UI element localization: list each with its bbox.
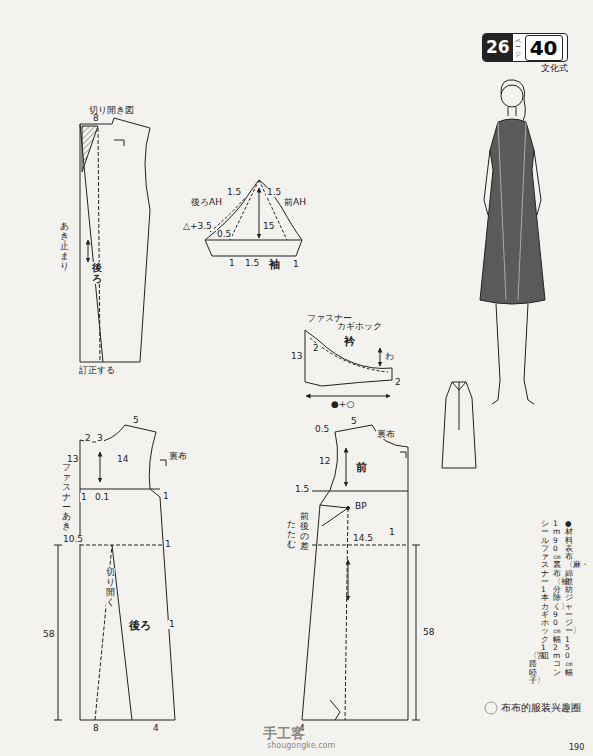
vertical-note: 前後の差 [300, 512, 309, 552]
dimension-label: 前AH [283, 198, 307, 207]
dimension-label: 58 [422, 628, 435, 637]
dimension-label: 1 [164, 540, 172, 549]
dimension-label: 0.5 [216, 230, 232, 239]
dimension-label: 10.5 [62, 535, 84, 544]
dimension-label: 5 [350, 417, 358, 426]
dimension-label: 12 [318, 457, 331, 466]
dimension-label: 8 [92, 724, 100, 733]
dimension-label: 1 [162, 492, 170, 501]
dimension-label: shougongke.com [266, 742, 336, 750]
dimension-label: 1 [388, 528, 396, 537]
dimension-label: 裏布 [168, 452, 188, 461]
dimension-label: 文化式 [540, 64, 569, 73]
page-number-box: 26ページ 40 [482, 33, 568, 62]
dimension-label: △+3.5 [182, 222, 213, 231]
page-number-text: 40 [525, 35, 563, 61]
dimension-label: 布布的服装兴趣圈 [500, 703, 582, 713]
dimension-label: 1 [228, 259, 236, 268]
dimension-label: わ [384, 352, 395, 361]
page-number-text: ページ [515, 38, 521, 58]
vertical-note: あき止まり [60, 222, 69, 271]
vertical-note: 後ろ [92, 262, 102, 284]
dimension-label: 0.1 [94, 493, 110, 502]
vertical-note: 〈宮路睦子〉 [529, 652, 537, 685]
page-number-text: 26 [483, 34, 513, 61]
dimension-label: 5 [132, 416, 140, 425]
dimension-label: 1.5 [244, 259, 260, 268]
dimension-label: 前 [355, 462, 368, 473]
vertical-note: ファスナーあき [62, 463, 71, 532]
dimension-label: 1 [168, 620, 176, 629]
vertical-note: シールファスナー1本 カギホック1組 [541, 520, 549, 660]
vertical-note: たたむ [287, 520, 296, 550]
dimension-label: ●+○ [330, 400, 355, 409]
dimension-label: 1 [292, 260, 300, 269]
vertical-note: 1m90㎝ 裏布〈袖分除く〉90㎝幅2m コン [553, 520, 561, 677]
dimension-label: 1 [80, 493, 88, 502]
dimension-label: 手工客 [262, 726, 306, 740]
dimension-label: 後ろ [128, 620, 152, 631]
dimension-label: 後ろAH [190, 198, 223, 207]
dimension-label: BP [354, 502, 368, 511]
dimension-label: 14 [116, 455, 129, 464]
dimension-label: 1.5 [266, 188, 282, 197]
dimension-label: 3 [96, 434, 104, 443]
dimension-label: 2 [394, 378, 402, 387]
dimension-label: 1.5 [294, 485, 310, 494]
dimension-label: 1.5 [226, 188, 242, 197]
dimension-label: 2 [84, 434, 92, 443]
dimension-label: 14.5 [352, 534, 374, 543]
dimension-label: 2 [312, 344, 320, 353]
dimension-label: 衿 [343, 336, 356, 347]
dimension-label: 8 [92, 114, 100, 123]
dimension-label: 0.5 [314, 425, 330, 434]
vertical-note: 切り開く [106, 568, 115, 608]
dimension-label: 訂正する [78, 366, 116, 375]
dimension-label: 190 [568, 744, 585, 752]
dimension-label: 13 [290, 352, 303, 361]
dimension-label: カギホック [336, 322, 383, 331]
vertical-note: ●材料 表布〈麻・綿混紡ジャージー〉150㎝幅 [565, 520, 573, 677]
dimension-label: 15 [262, 222, 275, 231]
dimension-label: 58 [42, 630, 55, 639]
dimension-label: 袖 [268, 259, 281, 270]
dimension-label: 裏布 [376, 430, 396, 439]
dimension-label: 4 [152, 724, 160, 733]
